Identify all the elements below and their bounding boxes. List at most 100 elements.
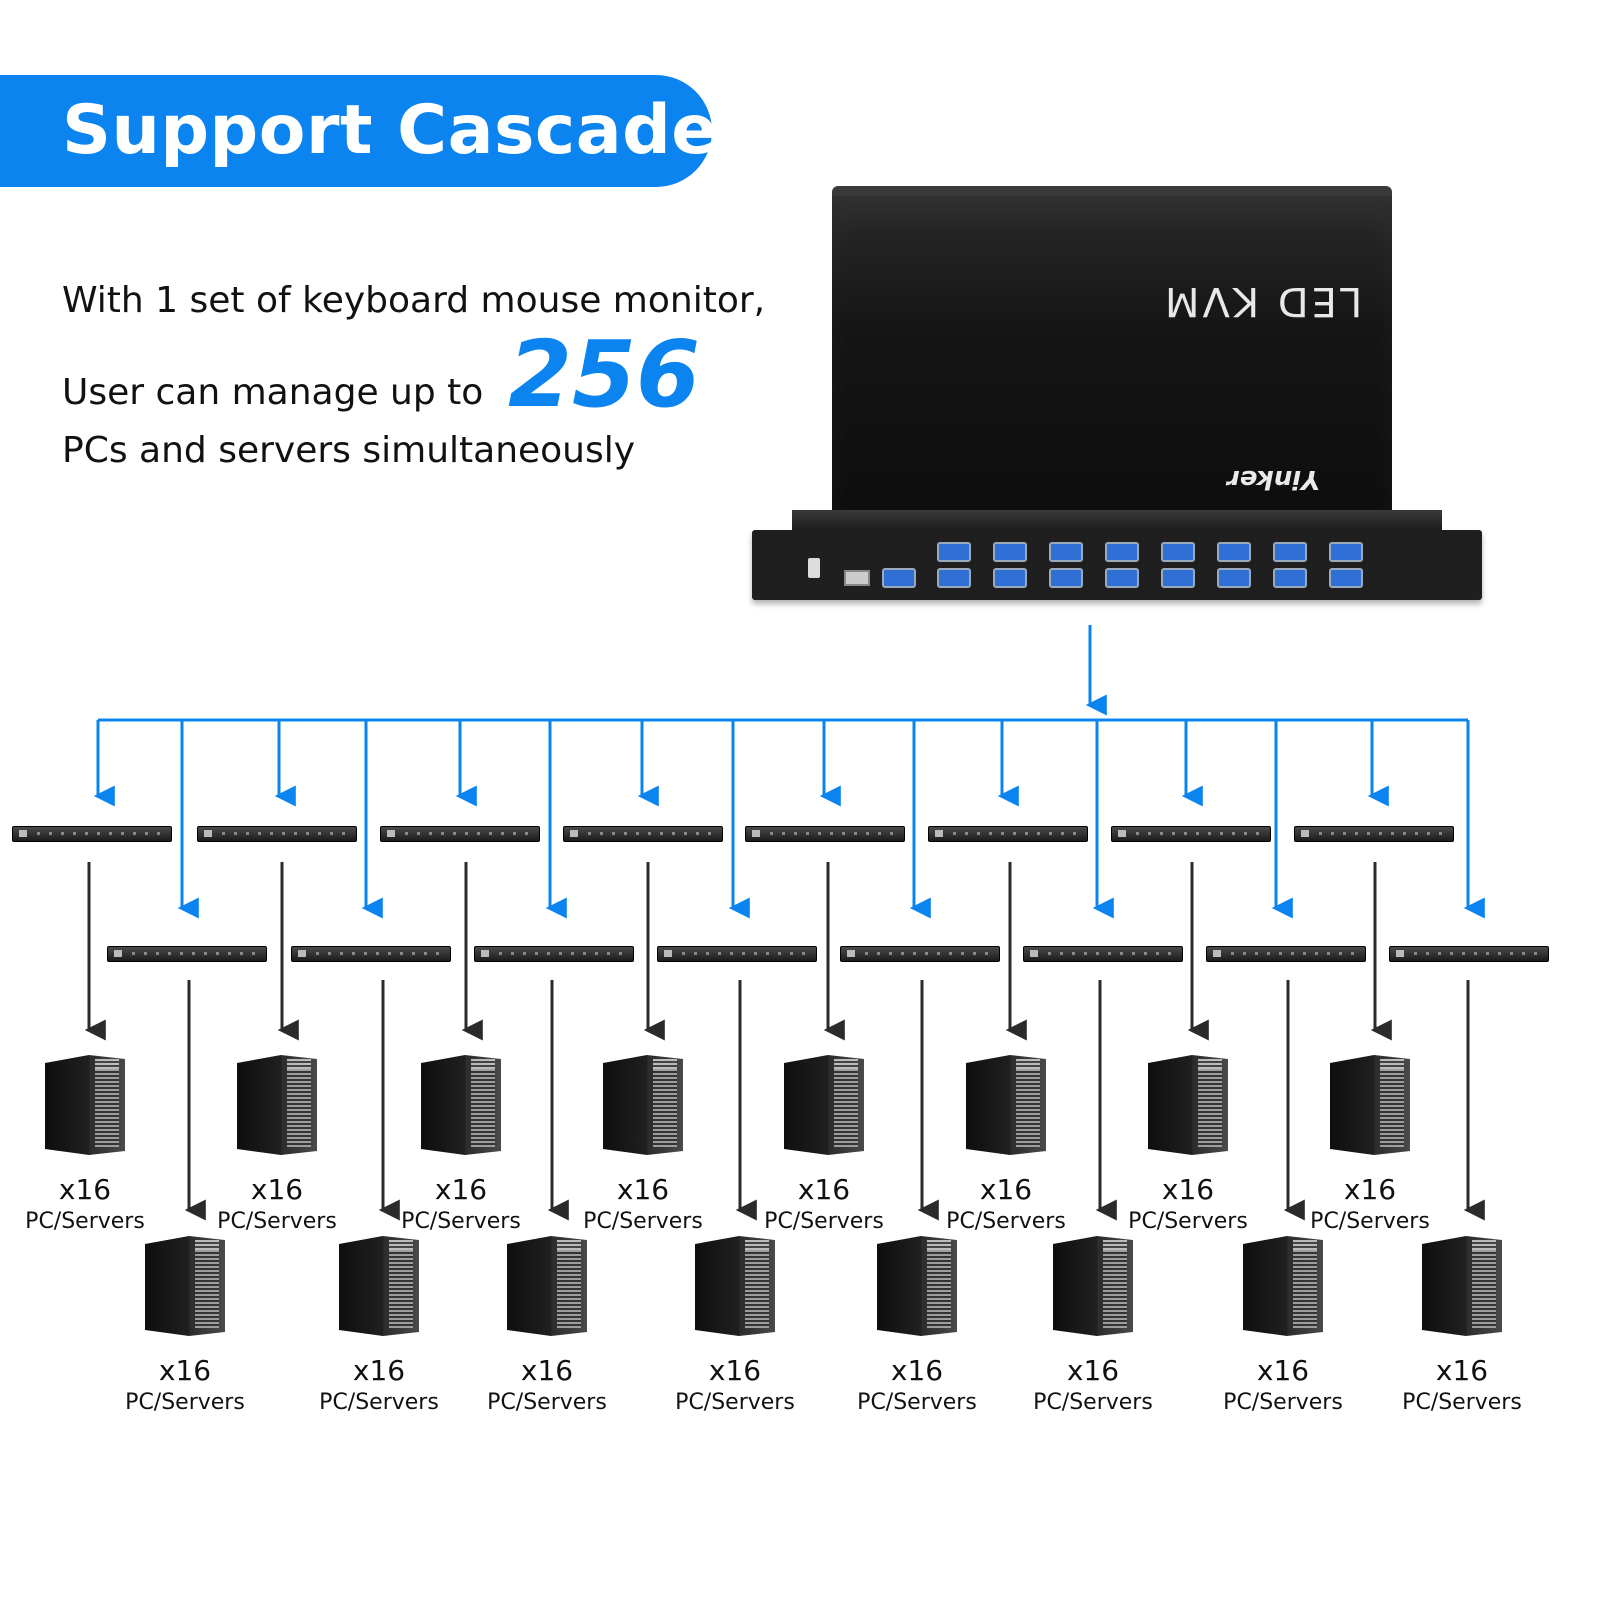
master-kvm-device: LED KVM Yinker <box>752 180 1482 610</box>
server-tower-icon <box>237 1055 317 1155</box>
cascade-kvm-switch <box>1206 946 1366 962</box>
server-type-label: PC/Servers <box>487 1390 607 1415</box>
server-type-label: PC/Servers <box>401 1209 521 1234</box>
kvm-monitor-panel: LED KVM Yinker <box>832 186 1392 526</box>
server-tower-icon <box>339 1236 419 1336</box>
server-type-label: PC/Servers <box>764 1209 884 1234</box>
tower-vent-grille <box>834 1069 858 1147</box>
tower-drive-bays <box>1198 1059 1222 1069</box>
tower-vent-grille <box>95 1069 119 1147</box>
tower-drive-bays <box>195 1240 219 1250</box>
tower-drive-bays <box>1103 1240 1127 1250</box>
kvm-tray <box>792 510 1442 532</box>
cascade-kvm-switch <box>380 826 540 842</box>
tower-vent-grille <box>195 1250 219 1328</box>
server-quantity-label: x16 <box>1435 1354 1489 1387</box>
server-tower-icon <box>1148 1055 1228 1155</box>
server-quantity-label: x16 <box>58 1173 112 1206</box>
cascade-kvm-switch <box>1294 826 1454 842</box>
server-tower-icon <box>784 1055 864 1155</box>
vga-port <box>1273 542 1307 562</box>
server-quantity-label: x16 <box>890 1354 944 1387</box>
server-quantity-label: x16 <box>979 1173 1033 1206</box>
vga-port <box>937 568 971 588</box>
kvm-front-panel <box>752 530 1482 600</box>
tower-drive-bays <box>834 1059 858 1069</box>
server-tower-icon <box>877 1236 957 1336</box>
vga-port <box>993 542 1027 562</box>
vga-port <box>1105 542 1139 562</box>
cascade-kvm-switch <box>474 946 634 962</box>
server-type-label: PC/Servers <box>25 1209 145 1234</box>
cascade-kvm-switch <box>1023 946 1183 962</box>
cascade-kvm-switch <box>745 826 905 842</box>
server-quantity-label: x16 <box>250 1173 304 1206</box>
highlight-number: 256 <box>508 321 701 428</box>
vga-port <box>1273 568 1307 588</box>
description-line-3: PCs and servers simultaneously <box>62 430 636 471</box>
server-type-label: PC/Servers <box>583 1209 703 1234</box>
tower-vent-grille <box>927 1250 951 1328</box>
server-quantity-label: x16 <box>352 1354 406 1387</box>
server-quantity-label: x16 <box>1256 1354 1310 1387</box>
server-type-label: PC/Servers <box>1033 1390 1153 1415</box>
server-tower-icon <box>1422 1236 1502 1336</box>
vga-port <box>1329 568 1363 588</box>
tower-drive-bays <box>557 1240 581 1250</box>
vga-port <box>1217 568 1251 588</box>
server-type-label: PC/Servers <box>946 1209 1066 1234</box>
server-quantity-label: x16 <box>520 1354 574 1387</box>
tower-drive-bays <box>287 1059 311 1069</box>
server-tower-icon <box>507 1236 587 1336</box>
cascade-kvm-switch <box>197 826 357 842</box>
cascade-kvm-switch <box>107 946 267 962</box>
server-tower-icon <box>421 1055 501 1155</box>
tower-vent-grille <box>653 1069 677 1147</box>
server-tower-icon <box>966 1055 1046 1155</box>
server-tower-icon <box>45 1055 125 1155</box>
vga-port <box>1161 542 1195 562</box>
vga-port <box>1161 568 1195 588</box>
vga-port <box>937 542 971 562</box>
server-type-label: PC/Servers <box>675 1390 795 1415</box>
vga-port <box>1217 542 1251 562</box>
cascade-kvm-switch <box>1111 826 1271 842</box>
server-type-label: PC/Servers <box>1128 1209 1248 1234</box>
server-type-label: PC/Servers <box>217 1209 337 1234</box>
vga-port <box>1049 568 1083 588</box>
tower-drive-bays <box>95 1059 119 1069</box>
server-tower-icon <box>1330 1055 1410 1155</box>
power-switch[interactable] <box>808 558 820 578</box>
tower-drive-bays <box>1293 1240 1317 1250</box>
tower-drive-bays <box>389 1240 413 1250</box>
cascade-kvm-switch <box>563 826 723 842</box>
cascade-kvm-switch <box>928 826 1088 842</box>
usb-port <box>844 570 870 586</box>
tower-vent-grille <box>1380 1069 1404 1147</box>
server-quantity-label: x16 <box>1066 1354 1120 1387</box>
tower-vent-grille <box>1472 1250 1496 1328</box>
description-line-2: User can manage up to <box>62 372 484 413</box>
cascade-kvm-switch <box>840 946 1000 962</box>
tower-vent-grille <box>1103 1250 1127 1328</box>
tower-vent-grille <box>1293 1250 1317 1328</box>
server-quantity-label: x16 <box>708 1354 762 1387</box>
tower-vent-grille <box>471 1069 495 1147</box>
vga-port <box>1105 568 1139 588</box>
tower-drive-bays <box>745 1240 769 1250</box>
server-tower-icon <box>695 1236 775 1336</box>
description-line-1: With 1 set of keyboard mouse monitor, <box>62 280 766 321</box>
tower-vent-grille <box>287 1069 311 1147</box>
tower-vent-grille <box>389 1250 413 1328</box>
cascade-kvm-switch <box>1389 946 1549 962</box>
server-type-label: PC/Servers <box>1310 1209 1430 1234</box>
server-type-label: PC/Servers <box>125 1390 245 1415</box>
tower-vent-grille <box>1198 1069 1222 1147</box>
server-type-label: PC/Servers <box>1223 1390 1343 1415</box>
vga-port <box>1329 542 1363 562</box>
tower-vent-grille <box>1016 1069 1040 1147</box>
server-type-label: PC/Servers <box>1402 1390 1522 1415</box>
vga-port <box>993 568 1027 588</box>
server-type-label: PC/Servers <box>319 1390 439 1415</box>
server-quantity-label: x16 <box>797 1173 851 1206</box>
